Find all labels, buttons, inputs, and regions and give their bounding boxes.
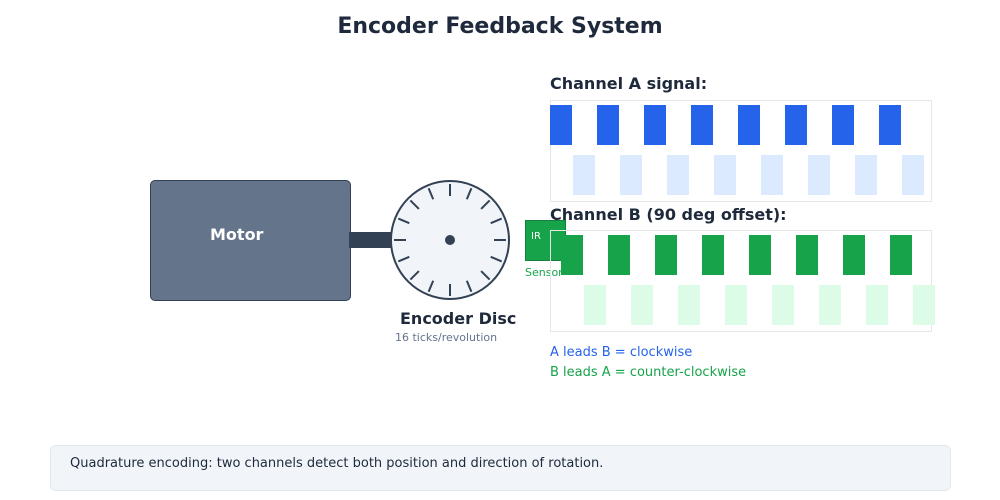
channel-a-pulse-low	[714, 155, 736, 195]
channel-a-label: Channel A signal:	[550, 74, 708, 93]
channel-a-pulse-low	[573, 155, 595, 195]
disc-tick	[490, 217, 503, 225]
channel-b-label: Channel B (90 deg offset):	[550, 205, 787, 224]
channel-b-pulse-high	[561, 235, 583, 275]
sensor-label: Sensor	[525, 266, 563, 279]
direction-note-counter-clockwise: B leads A = counter-clockwise	[550, 365, 747, 380]
channel-b-pulse-high	[890, 235, 912, 275]
channel-a-pulse-high	[832, 105, 854, 145]
channel-a-pulse-high	[644, 105, 666, 145]
direction-note-clockwise: A leads B = clockwise	[550, 345, 693, 360]
encoder-disc-subtitle: 16 ticks/revolution	[395, 331, 498, 344]
channel-a-waveform	[550, 100, 932, 202]
info-footer-text: Quadrature encoding: two channels detect…	[70, 456, 604, 471]
disc-hub	[445, 235, 455, 245]
disc-tick	[465, 280, 473, 293]
channel-a-pulse-low	[855, 155, 877, 195]
channel-a-pulse-high	[879, 105, 901, 145]
channel-a-pulse-low	[808, 155, 830, 195]
motor-shaft	[349, 232, 394, 248]
channel-b-pulse-high	[843, 235, 865, 275]
channel-b-pulse-high	[608, 235, 630, 275]
disc-tick	[409, 199, 420, 210]
disc-tick	[397, 255, 410, 263]
motor-label: Motor	[210, 225, 264, 244]
channel-a-pulse-high	[550, 105, 572, 145]
encoder-disc	[390, 180, 510, 300]
disc-tick	[490, 255, 503, 263]
page-title: Encoder Feedback System	[337, 14, 663, 39]
info-footer	[50, 445, 951, 491]
channel-b-waveform	[550, 230, 935, 332]
channel-a-pulse-low	[620, 155, 642, 195]
disc-tick	[480, 199, 491, 210]
channel-b-pulse-low	[866, 285, 888, 325]
disc-ticks	[394, 184, 506, 296]
channel-b-pulse-high	[655, 235, 677, 275]
ir-sensor-text: IR	[531, 231, 541, 242]
disc-tick	[427, 187, 435, 200]
channel-a-pulse-low	[902, 155, 924, 195]
encoder-disc-label: Encoder Disc	[400, 309, 517, 328]
ir-sensor	[525, 220, 566, 261]
disc-tick	[427, 280, 435, 293]
channel-b-pulse-low	[725, 285, 747, 325]
disc-tick	[480, 270, 491, 281]
channel-b-pulse-low	[772, 285, 794, 325]
channel-a-pulse-low	[667, 155, 689, 195]
channel-b-pulse-low	[584, 285, 606, 325]
channel-b-pulse-high	[749, 235, 771, 275]
disc-tick	[409, 270, 420, 281]
channel-b-pulse-high	[702, 235, 724, 275]
channel-a-pulse-high	[597, 105, 619, 145]
channel-b-pulse-high	[796, 235, 818, 275]
channel-a-pulse-high	[738, 105, 760, 145]
channel-a-pulse-high	[785, 105, 807, 145]
channel-a-pulse-high	[691, 105, 713, 145]
disc-tick	[397, 217, 410, 225]
channel-b-pulse-low	[819, 285, 841, 325]
disc-tick	[465, 187, 473, 200]
channel-b-pulse-low	[678, 285, 700, 325]
channel-a-pulse-low	[761, 155, 783, 195]
motor-block	[150, 180, 351, 301]
channel-b-pulse-low	[631, 285, 653, 325]
channel-b-pulse-low	[913, 285, 935, 325]
